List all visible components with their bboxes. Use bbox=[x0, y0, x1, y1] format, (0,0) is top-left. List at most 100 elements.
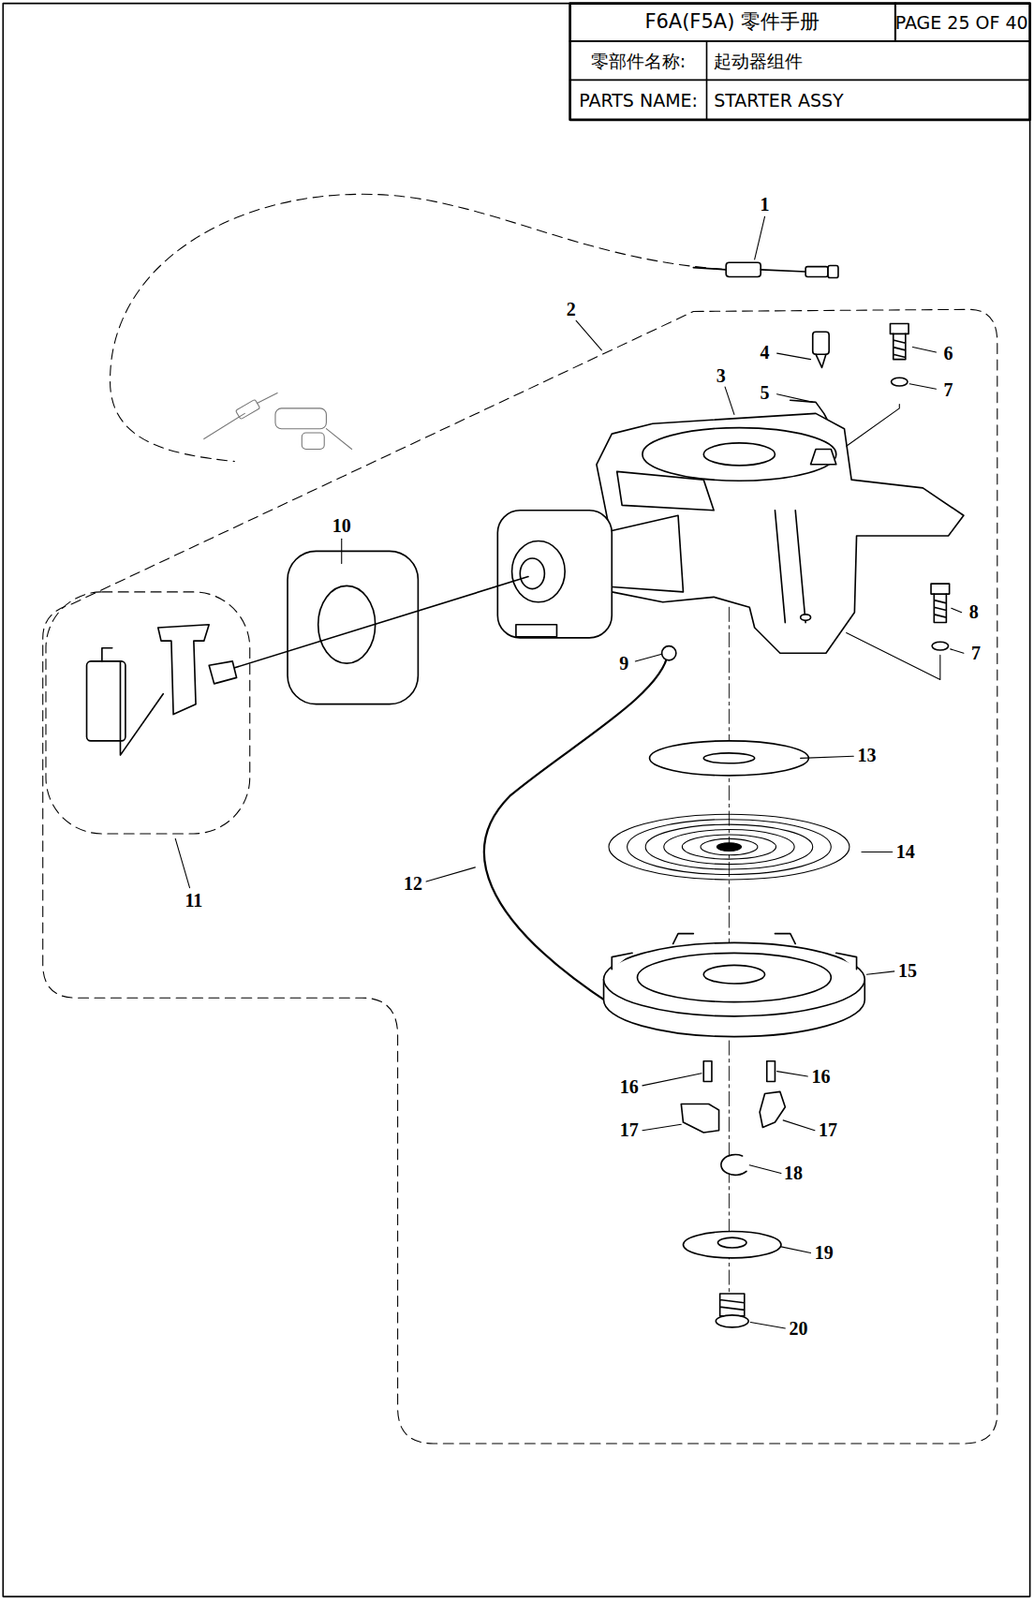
illustration-stroke bbox=[611, 933, 857, 970]
callout-number: 7 bbox=[942, 379, 956, 400]
illustration-stroke bbox=[340, 538, 342, 563]
cable-end-lower bbox=[204, 393, 353, 450]
spring-14 bbox=[608, 813, 850, 880]
illustration-stroke bbox=[45, 591, 251, 834]
callout-number: 14 bbox=[894, 841, 917, 862]
illustration-stroke bbox=[795, 510, 806, 623]
illustration-stroke bbox=[777, 394, 813, 403]
illustration-stroke bbox=[815, 354, 827, 368]
illustration-stroke bbox=[703, 443, 775, 466]
illustration-stroke bbox=[235, 398, 260, 419]
illustration-stroke bbox=[827, 265, 839, 278]
illustration-stroke bbox=[759, 1091, 785, 1127]
illustration-stroke bbox=[256, 393, 278, 404]
illustration-stroke bbox=[604, 942, 866, 1016]
illustration-stroke bbox=[175, 838, 190, 887]
callout-number: 7 bbox=[969, 642, 983, 664]
illustration-stroke bbox=[662, 646, 677, 661]
illustration-stroke bbox=[889, 324, 909, 335]
illustration-stroke bbox=[570, 79, 1031, 82]
illustration-stroke bbox=[516, 624, 558, 637]
illustration-stroke bbox=[931, 641, 948, 650]
illustration-stroke bbox=[570, 3, 1031, 120]
callout-number: 1 bbox=[758, 193, 772, 215]
table-cell: 起动器组件 bbox=[713, 51, 803, 72]
callout-number: 2 bbox=[564, 298, 578, 320]
illustration-stroke bbox=[682, 1231, 782, 1258]
illustration-stroke bbox=[664, 829, 795, 865]
illustration-stroke bbox=[805, 266, 828, 278]
illustration-stroke bbox=[596, 413, 964, 653]
illustration-stroke bbox=[426, 867, 475, 882]
callout-number: 9 bbox=[617, 652, 631, 674]
illustration-stroke bbox=[866, 971, 894, 975]
illustration-stroke bbox=[715, 1314, 749, 1328]
title-block bbox=[570, 3, 1031, 120]
callout-number: 16 bbox=[809, 1065, 832, 1087]
page-border bbox=[2, 3, 1030, 1597]
illustration-stroke bbox=[158, 624, 209, 715]
illustration-stroke bbox=[930, 583, 950, 594]
callout-number: 11 bbox=[182, 889, 205, 911]
callout-number: 19 bbox=[812, 1241, 836, 1263]
illustration-stroke bbox=[782, 1120, 815, 1131]
illustration-stroke bbox=[754, 216, 766, 260]
pawl-springs-16-pawls-17 bbox=[680, 1061, 785, 1133]
illustration-stroke bbox=[484, 652, 668, 1005]
illustration-stroke bbox=[703, 753, 754, 764]
illustration-stroke bbox=[301, 432, 325, 449]
illustration-stroke bbox=[724, 386, 735, 414]
illustration-stroke bbox=[800, 755, 855, 758]
illustration-stroke bbox=[325, 428, 352, 450]
illustration-stroke bbox=[800, 614, 812, 621]
callout-number: 8 bbox=[967, 601, 981, 622]
illustration-stroke bbox=[681, 834, 776, 859]
illustration-stroke bbox=[706, 41, 709, 120]
illustration-stroke bbox=[275, 408, 326, 429]
callout-number: 16 bbox=[618, 1076, 641, 1097]
illustration-stroke bbox=[642, 428, 837, 482]
illustration-stroke bbox=[110, 193, 755, 461]
callout-number: 17 bbox=[816, 1119, 840, 1140]
callout-number: 4 bbox=[758, 341, 772, 363]
illustration-stroke bbox=[774, 510, 785, 623]
illustration-stroke bbox=[951, 607, 962, 612]
page-number: PAGE 25 OF 40 bbox=[895, 13, 1029, 33]
illustration-stroke bbox=[693, 267, 726, 270]
illustration-stroke bbox=[891, 377, 908, 386]
illustration-stroke bbox=[617, 471, 714, 510]
illustration-stroke bbox=[576, 320, 602, 351]
illustration-stroke bbox=[43, 309, 998, 1444]
callout-number: 20 bbox=[786, 1317, 810, 1339]
illustration-stroke bbox=[909, 384, 936, 389]
illustration-stroke bbox=[950, 649, 964, 653]
callout-number: 18 bbox=[782, 1162, 805, 1183]
illustration-stroke bbox=[703, 964, 765, 984]
clip-18-plate-19-bolt-20 bbox=[682, 1154, 782, 1328]
illustration-stroke bbox=[642, 1123, 681, 1131]
illustration-stroke bbox=[812, 331, 829, 355]
illustration-stroke bbox=[680, 1103, 719, 1132]
table-cell: 零部件名称: bbox=[590, 51, 686, 72]
illustration-stroke bbox=[717, 1237, 746, 1248]
illustration-stroke bbox=[720, 1293, 745, 1316]
rope-guide-10 bbox=[287, 550, 418, 704]
starter-housing-3 bbox=[497, 413, 964, 653]
callout-number: 6 bbox=[942, 342, 956, 364]
pulley-15 bbox=[604, 933, 866, 1037]
illustration-stroke bbox=[716, 842, 741, 852]
illustration-stroke bbox=[846, 404, 901, 447]
illustration-stroke bbox=[725, 262, 761, 277]
dashed-outlines bbox=[43, 193, 998, 1444]
illustration-stroke bbox=[700, 838, 758, 855]
callout-number: 10 bbox=[330, 515, 354, 536]
illustration-stroke bbox=[287, 550, 418, 704]
illustration-stroke bbox=[777, 1071, 809, 1077]
rope-and-handle bbox=[87, 576, 677, 1005]
callout-number: 17 bbox=[618, 1119, 641, 1140]
illustration-stroke bbox=[767, 1061, 776, 1082]
illustration-stroke bbox=[570, 40, 1031, 43]
illustration-stroke bbox=[781, 1246, 812, 1254]
